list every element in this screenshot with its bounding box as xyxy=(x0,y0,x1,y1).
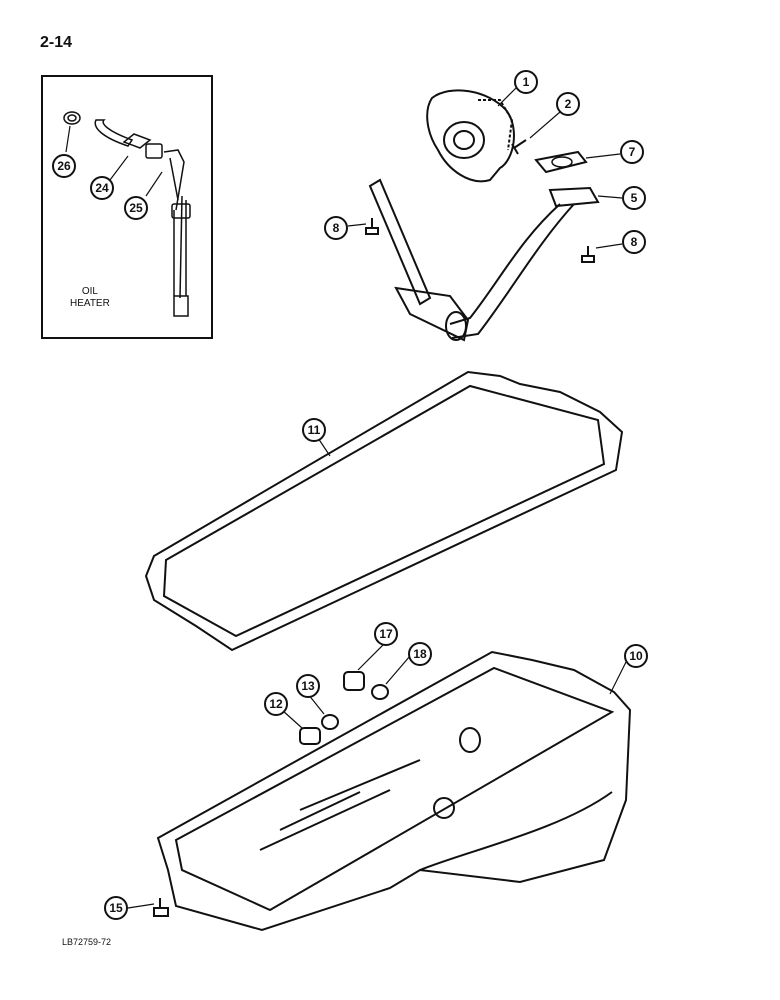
svg-text:1: 1 xyxy=(523,75,530,89)
washer-13 xyxy=(321,714,339,730)
callout-8-right: 8 xyxy=(622,230,646,254)
oil-pump xyxy=(426,89,515,183)
callout-2: 2 xyxy=(556,92,580,116)
svg-text:24: 24 xyxy=(95,181,109,195)
page-number: 2-14 xyxy=(40,34,73,51)
screw-15 xyxy=(153,898,169,917)
leader-lines xyxy=(65,87,627,909)
callout-1: 1 xyxy=(514,70,538,94)
suction-tube xyxy=(368,178,600,342)
svg-text:25: 25 xyxy=(129,201,143,215)
callout-11: 11 xyxy=(302,418,326,442)
callout-12: 12 xyxy=(264,692,288,716)
drain-plug-12 xyxy=(299,727,321,745)
gasket-7 xyxy=(534,150,588,174)
svg-text:10: 10 xyxy=(629,649,643,663)
svg-text:2: 2 xyxy=(565,97,572,111)
figure-code: LB72759-72 xyxy=(62,937,112,947)
callout-15: 15 xyxy=(104,896,128,920)
callout-5: 5 xyxy=(622,186,646,210)
svg-text:7: 7 xyxy=(629,145,636,159)
oil-heater-label-line2: HEATER xyxy=(70,298,110,309)
oil-heater-label-line1: OIL xyxy=(81,286,98,297)
screw-8-left xyxy=(365,218,379,235)
callout-24: 24 xyxy=(90,176,114,200)
oil-pan-gasket-11 xyxy=(144,370,624,652)
svg-text:18: 18 xyxy=(413,647,427,661)
screw-8-right xyxy=(581,246,595,263)
svg-text:11: 11 xyxy=(308,423,321,437)
oil-heater-inset-box xyxy=(41,75,213,339)
svg-text:13: 13 xyxy=(301,679,315,693)
svg-text:12: 12 xyxy=(269,697,283,711)
svg-text:8: 8 xyxy=(333,221,340,235)
callout-17: 17 xyxy=(374,622,398,646)
svg-text:26: 26 xyxy=(57,159,71,173)
oil-heater-parts xyxy=(63,111,191,317)
plug-17 xyxy=(343,671,365,691)
oil-heater-label: OIL HEATER xyxy=(70,286,110,310)
svg-text:8: 8 xyxy=(631,235,638,249)
callout-25: 25 xyxy=(124,196,148,220)
svg-text:5: 5 xyxy=(631,191,638,205)
washer-18 xyxy=(371,684,389,700)
oil-pan-10 xyxy=(156,650,632,932)
bolt-2 xyxy=(511,139,527,155)
callout-7: 7 xyxy=(620,140,644,164)
callout-13: 13 xyxy=(296,674,320,698)
callout-18: 18 xyxy=(408,642,432,666)
callout-8-left: 8 xyxy=(324,216,348,240)
callout-10: 10 xyxy=(624,644,648,668)
svg-text:15: 15 xyxy=(109,901,123,915)
callout-26: 26 xyxy=(52,154,76,178)
svg-text:17: 17 xyxy=(379,627,393,641)
